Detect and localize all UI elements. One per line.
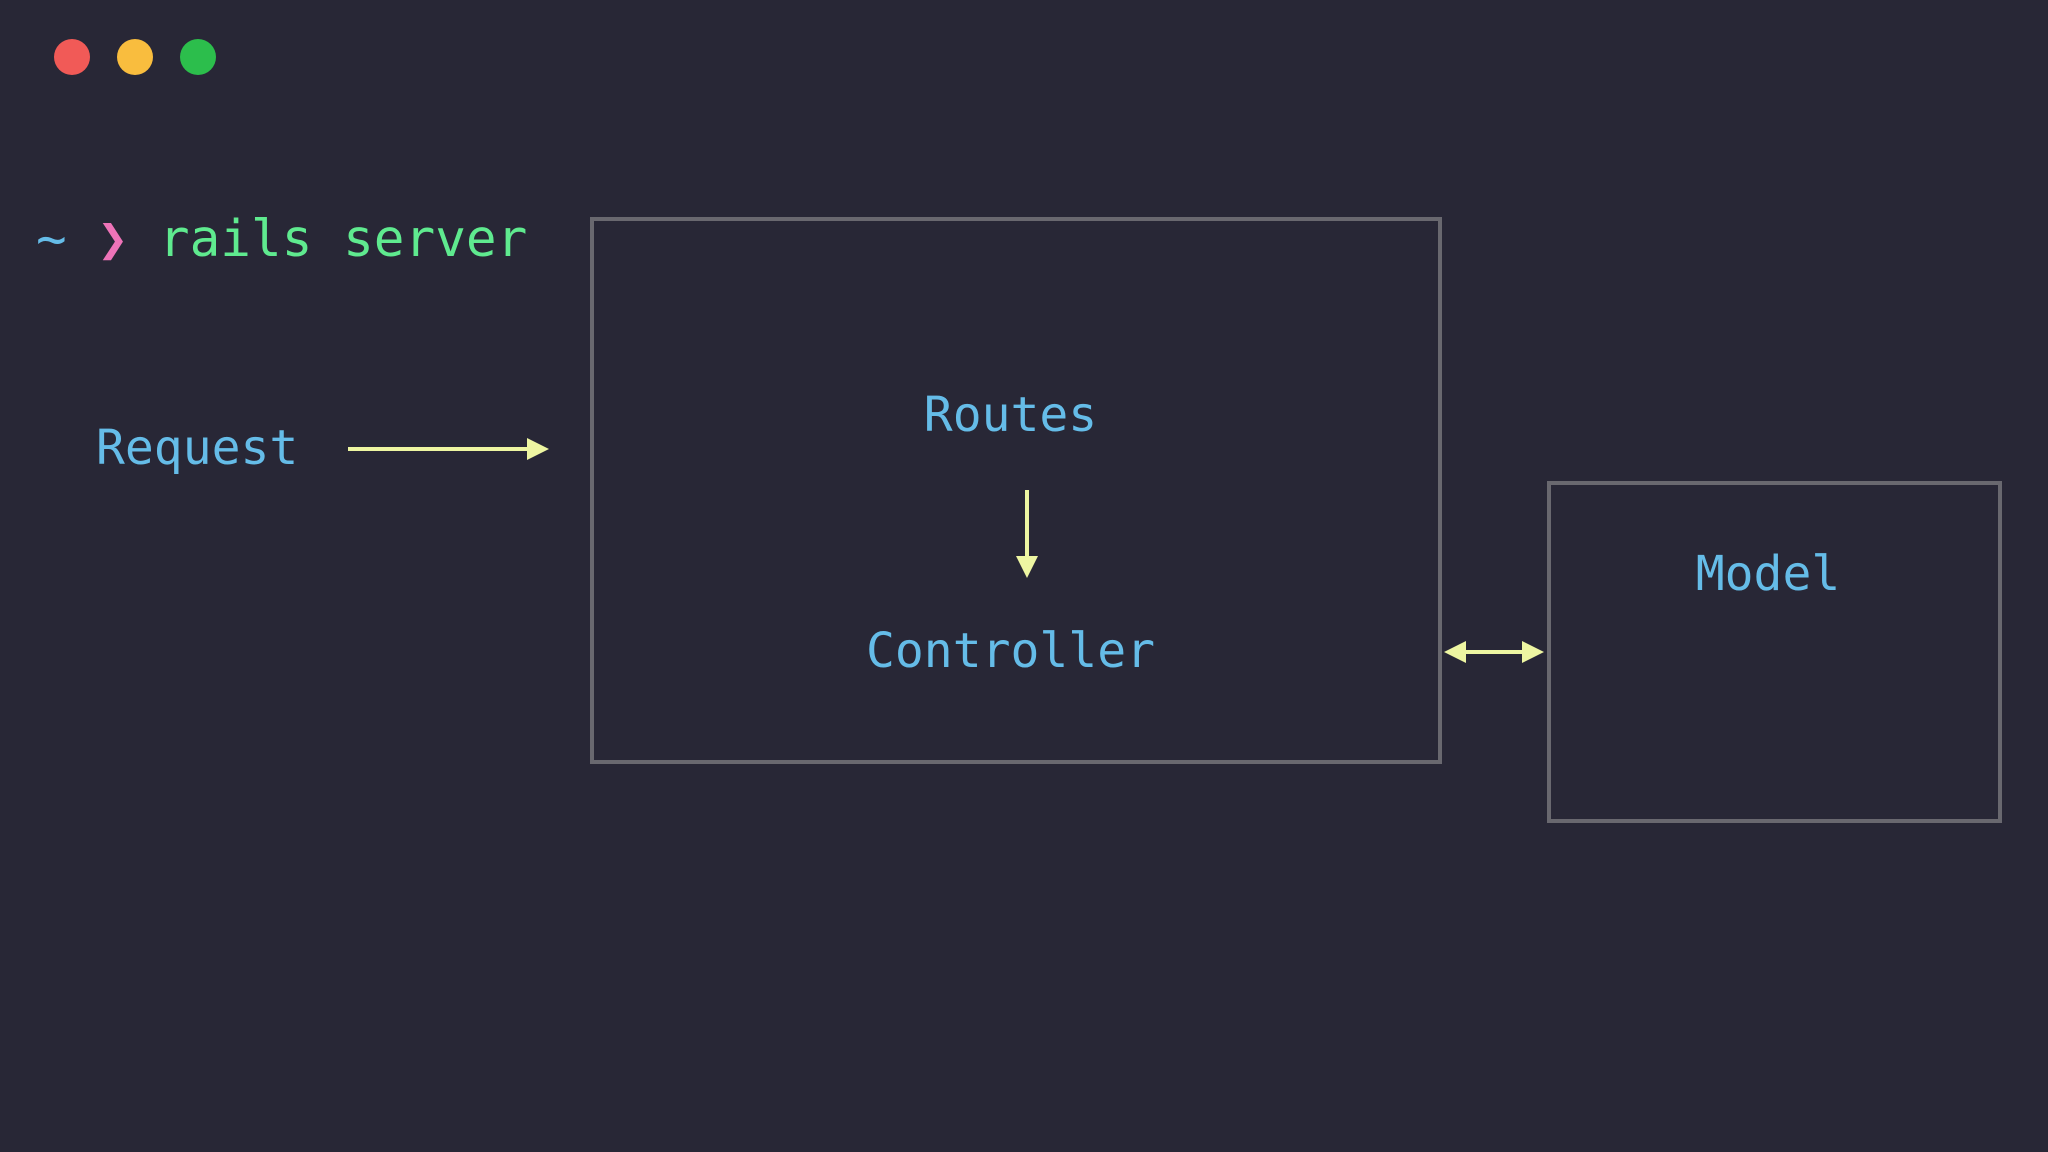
rails-app-box [590, 217, 1442, 764]
controller-label: Controller [866, 623, 1155, 679]
minimize-button[interactable] [117, 39, 153, 75]
model-box [1547, 481, 2002, 823]
home-directory: ~ [36, 210, 67, 269]
maximize-button[interactable] [180, 39, 216, 75]
routes-label: Routes [923, 387, 1098, 443]
command-prompt: ~ ❯ rails server [36, 205, 527, 275]
prompt-symbol: ❯ [97, 210, 129, 269]
close-button[interactable] [54, 39, 90, 75]
request-label: Request [96, 420, 299, 476]
model-label: Model [1695, 546, 1841, 602]
command-text: rails server [158, 210, 528, 269]
